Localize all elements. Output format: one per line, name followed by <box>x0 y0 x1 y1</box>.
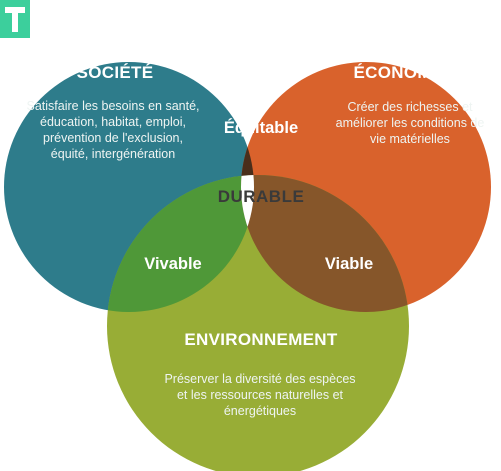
viable-zone <box>241 175 409 312</box>
vivable-label: Vivable <box>144 255 202 273</box>
logo-badge <box>0 0 30 38</box>
equitable-label: Équitable <box>223 119 299 137</box>
economie-title: ÉCONOMIE <box>353 63 449 82</box>
viable-label: Viable <box>324 255 374 273</box>
societe-title: SOCIÉTÉ <box>76 63 154 82</box>
durable-label: DURABLE <box>217 187 305 206</box>
vivable-zone <box>107 175 254 312</box>
environnement-title: ENVIRONNEMENT <box>184 330 338 349</box>
environnement-description: Préserver la diversité des espèces et le… <box>164 372 356 418</box>
economie-description: Créer des richesses et améliorer les con… <box>335 100 485 146</box>
logo-letter-stem <box>12 7 18 32</box>
societe-description: Satisfaire les besoins en santé, éducati… <box>26 99 200 161</box>
